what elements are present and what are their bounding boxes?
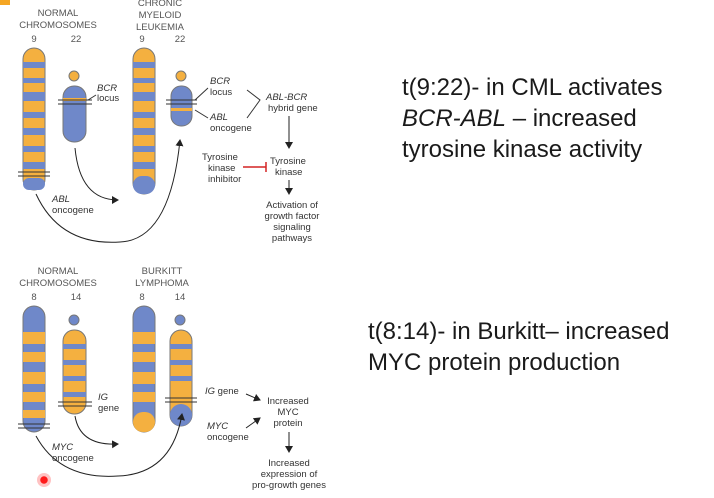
tyrosine-kinase-label-1: Tyrosine [270,156,306,167]
cml-philadelphia-chr22 [166,70,197,127]
burkitt-myc-oncogene-label: oncogene [52,453,94,464]
cml-normal-header-2: CHROMOSOMES [19,20,97,31]
cml-der-locus-label: locus [210,87,232,98]
cml-normal-chr9 [18,47,50,191]
cml-disease-header-1: CHRONIC [138,0,182,9]
burkitt-normal-chr14-number: 14 [71,292,82,303]
activation-label-1: Activation of [266,200,318,211]
tyrosine-kinase-inhibitor-label-3: inhibitor [208,174,241,185]
cml-disease-chr9-number: 9 [139,34,144,45]
cml-abl-oncogene-label: oncogene [52,205,94,216]
cml-caption-line1: t(9:22)- in CML activates [402,74,663,101]
burkitt-normal-chr8-number: 8 [31,292,36,303]
laser-pointer-dot [37,473,51,487]
cml-normal-chr22 [58,70,92,143]
cml-caption-gene: BCR-ABL [402,105,507,132]
burkitt-derivative-chr14 [165,314,197,427]
burkitt-disease-chr14-number: 14 [175,292,186,303]
cml-der-oncogene-label: oncogene [210,123,252,134]
activation-label-2: growth factor [265,211,320,222]
burkitt-gene-label: gene [98,403,119,414]
cml-hybrid-gene-label-1: ABL-BCR [265,92,307,103]
burkitt-caption-line1: t(8:14)- in Burkitt– increased [368,318,670,345]
burkitt-caption: t(8:14)- in Burkitt– increased MYC prote… [368,316,712,378]
burkitt-normal-chr8 [18,305,50,433]
cml-der-abl-label: ABL [209,112,228,123]
burkitt-normal-header-1: NORMAL [38,266,79,277]
burkitt-normal-header-2: CHROMOSOMES [19,278,97,289]
cml-hybrid-gene-label-2: hybrid gene [268,103,318,114]
activation-label-4: pathways [272,233,312,244]
increased-expression-label-3: pro-growth genes [252,480,326,491]
tyrosine-kinase-inhibitor-label-1: Tyrosine [202,152,238,163]
cml-normal-chr22-number: 22 [71,34,82,45]
cml-normal-header-1: NORMAL [38,8,79,19]
cml-der-bcr-label: BCR [210,76,230,87]
burkitt-disease-chr8-number: 8 [139,292,144,303]
cml-disease-header-3: LEUKEMIA [136,22,185,33]
burkitt-der-myc-label: MYC [207,421,228,432]
burkitt-der-ig-gene-label: IG gene [205,386,239,397]
logo-corner-mark [0,0,10,5]
increased-myc-protein-label-1: Increased [267,396,309,407]
increased-expression-label-2: expression of [261,469,318,480]
cml-locus-label: locus [97,93,119,104]
cml-caption-line3: tyrosine kinase activity [402,136,643,163]
cml-caption: t(9:22)- in CML activates BCR-ABL – incr… [402,72,712,165]
activation-label-3: signaling [273,222,311,233]
burkitt-disease-header-2: LYMPHOMA [135,278,189,289]
cml-normal-chr9-number: 9 [31,34,36,45]
burkitt-disease-header-1: BURKITT [142,266,183,277]
burkitt-caption-line2: MYC protein production [368,349,621,376]
cml-abl-label: ABL [51,194,70,205]
tyrosine-kinase-label-2: kinase [275,167,302,178]
tyrosine-kinase-inhibitor-label-2: kinase [208,163,235,174]
cml-bcr-label: BCR [97,83,117,94]
increased-myc-protein-label-3: protein [273,418,302,429]
burkitt-derivative-chr8 [132,305,156,433]
increased-myc-protein-label-2: MYC [277,407,298,418]
burkitt-normal-chr14 [58,314,92,415]
burkitt-myc-label: MYC [52,442,73,453]
cml-disease-chr22-number: 22 [175,34,186,45]
burkitt-der-oncogene-label: oncogene [207,432,249,443]
cml-caption-rest: – increased [506,105,637,132]
increased-expression-label-1: Increased [268,458,310,469]
burkitt-ig-label: IG [98,392,108,403]
cml-disease-header-2: MYELOID [139,10,182,21]
cml-derivative-chr9 [132,47,156,195]
